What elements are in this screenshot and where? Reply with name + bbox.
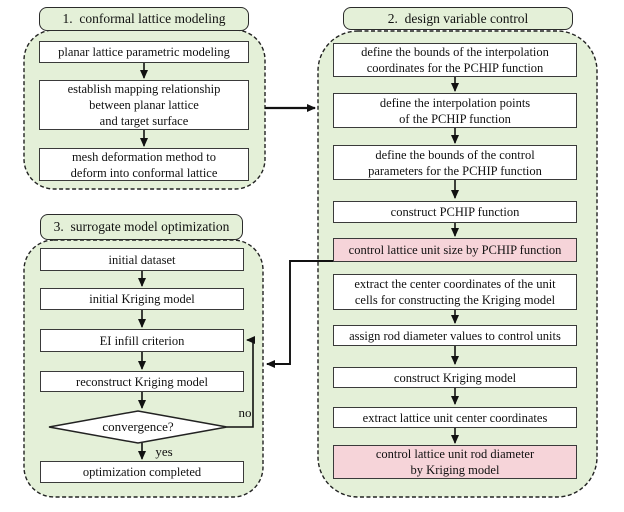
container-surrogate-model-optimization (23, 239, 264, 498)
box-control-lattice-unit-size: control lattice unit size by PCHIP funct… (333, 238, 577, 262)
diamond-convergence (48, 410, 228, 444)
box-ei-infill-criterion: EI infill criterion (40, 329, 244, 352)
title-surrogate-model-optimization: 3. surrogate model optimization (40, 214, 243, 240)
box-extract-lattice-unit-center-coordinates: extract lattice unit center coordinates (333, 407, 577, 428)
box-define-bounds-control-parameters: define the bounds of the control paramet… (333, 145, 577, 180)
box-planar-lattice-parametric-modeling: planar lattice parametric modeling (39, 41, 249, 63)
arrow-section2-to-section3 (266, 260, 333, 368)
box-control-lattice-unit-rod-diameter: control lattice unit rod diameter by Kri… (333, 445, 577, 479)
box-extract-center-coordinates-unit-cells: extract the center coordinates of the un… (333, 274, 577, 310)
box-establish-mapping-relationship: establish mapping relationship between p… (39, 80, 249, 130)
branch-label-no: no (238, 405, 252, 420)
box-define-bounds-interpolation-coordinates: define the bounds of the interpolation c… (333, 43, 577, 77)
box-construct-kriging-model: construct Kriging model (333, 367, 577, 388)
box-optimization-completed: optimization completed (40, 461, 244, 483)
box-initial-dataset: initial dataset (40, 248, 244, 271)
arrow-diamond-no-to-ei-infill (227, 336, 255, 428)
box-initial-kriging-model: initial Kriging model (40, 288, 244, 310)
box-mesh-deformation-method: mesh deformation method to deform into c… (39, 148, 249, 181)
box-assign-rod-diameter-values: assign rod diameter values to control un… (333, 325, 577, 346)
title-design-variable-control: 2. design variable control (343, 7, 573, 30)
title-conformal-lattice-modeling: 1. conformal lattice modeling (39, 7, 249, 31)
box-construct-pchip-function: construct PCHIP function (333, 201, 577, 223)
diamond-convergence-label: convergence? (102, 419, 174, 434)
box-reconstruct-kriging-model: reconstruct Kriging model (40, 371, 244, 392)
box-define-interpolation-points: define the interpolation points of the P… (333, 93, 577, 128)
branch-label-yes: yes (155, 444, 173, 459)
